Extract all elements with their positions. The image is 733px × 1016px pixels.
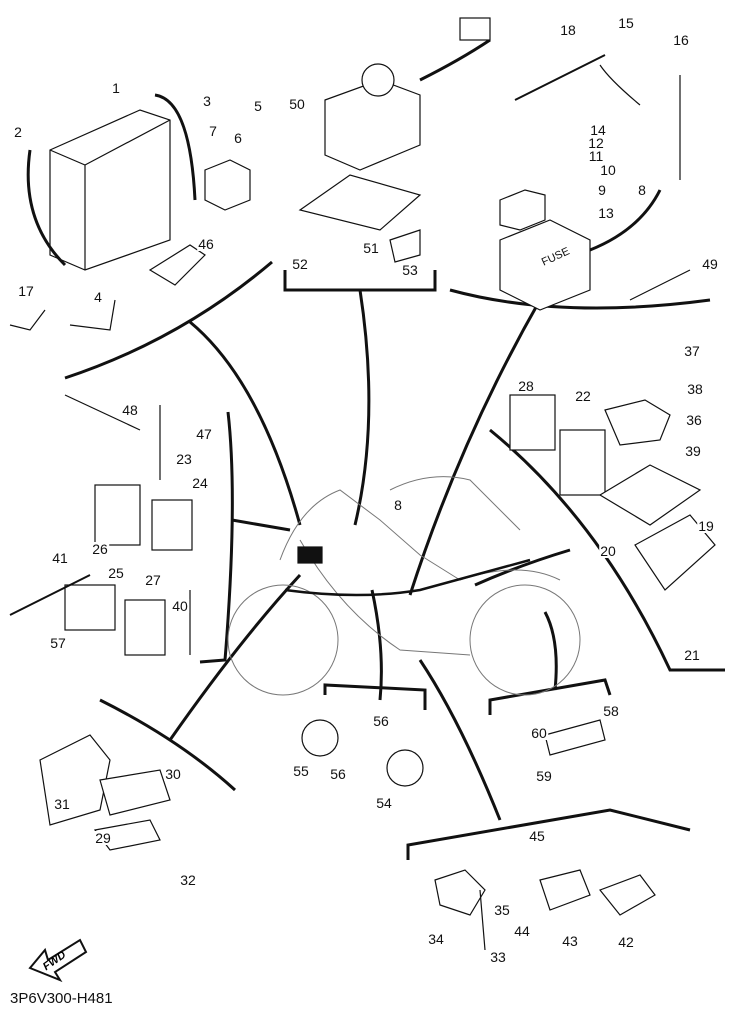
callout: 19 [697,518,715,534]
callout: 40 [171,598,189,614]
callout: 57 [49,635,67,651]
callout: 53 [401,262,419,278]
callout: 9 [597,182,607,198]
callout: 33 [489,949,507,965]
callout: 10 [599,162,617,178]
callout: 34 [427,931,445,947]
callout: 11 [587,148,605,164]
callout: 26 [91,541,109,557]
callout: 54 [375,795,393,811]
callout: 37 [683,343,701,359]
callout: 27 [144,572,162,588]
group-bracket-left [199,411,234,664]
callout: 36 [685,412,703,428]
group-bracket-reflector [488,678,612,715]
callout: 48 [121,402,139,418]
group-bracket-horn [323,683,427,710]
callout: 35 [493,902,511,918]
callout: 31 [53,796,71,812]
callout: 14 [589,122,607,138]
callout: 2 [13,124,23,140]
callout: 47 [195,426,213,442]
callout: 29 [94,830,112,846]
callout: 49 [701,256,719,272]
callout: 8 [637,182,647,198]
callout: 20 [599,543,617,559]
group-bracket-battery [64,260,273,380]
callout: 60 [530,725,548,741]
callout: 5 [253,98,263,114]
callout: 17 [17,283,35,299]
callout: 22 [574,388,592,404]
callout: 16 [672,32,690,48]
diagram-code: 3P6V300-H481 [10,990,113,1007]
motorcycle-outline [227,476,581,696]
callout: 58 [602,703,620,719]
callout: 56 [329,766,347,782]
fwd-arrow-icon [28,938,88,983]
group-bracket-switch [406,808,691,860]
group-bracket-fuse [449,288,711,310]
part-46 [148,244,206,286]
callout: 23 [175,451,193,467]
group-bracket-cdi [99,698,237,792]
callout: 45 [528,828,546,844]
callout: 7 [208,123,218,139]
callout: 12 [587,135,605,151]
callout: 24 [191,475,209,491]
callout: 8 [393,497,403,513]
callout: 21 [683,647,701,663]
callout: 28 [517,378,535,394]
callout: 13 [597,205,615,221]
callout: 1 [111,80,121,96]
callout: 32 [179,872,197,888]
callout: 3 [202,93,212,109]
callout: 38 [686,381,704,397]
callout: 46 [197,236,215,252]
callout: 59 [535,768,553,784]
callout: 52 [291,256,309,272]
callout: 51 [362,240,380,256]
callout: 43 [561,933,579,949]
callout: 56 [372,713,390,729]
callout: 39 [684,443,702,459]
callout: 4 [93,289,103,305]
battery [26,93,197,271]
callout: 41 [51,550,69,566]
callout: 18 [559,22,577,38]
callout: 30 [164,766,182,782]
callout: 50 [288,96,306,112]
callout: 44 [513,923,531,939]
callout: 55 [292,763,310,779]
callout: 15 [617,15,635,31]
callout: 6 [233,130,243,146]
callout: 42 [617,934,635,950]
callout: 25 [107,565,125,581]
group-bracket-right [489,428,725,672]
